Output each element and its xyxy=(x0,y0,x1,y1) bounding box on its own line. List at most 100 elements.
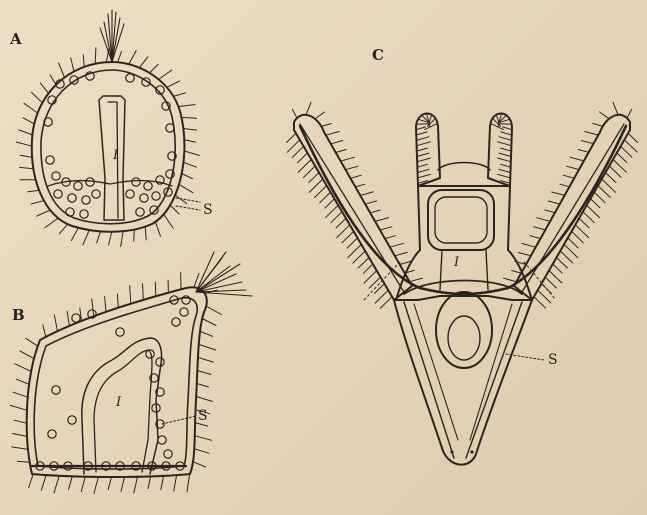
cilium xyxy=(193,462,206,467)
cilium xyxy=(194,449,209,454)
cilium xyxy=(337,225,350,238)
cilium xyxy=(621,146,632,157)
cilium xyxy=(59,224,67,234)
cilium xyxy=(20,167,34,168)
cilium xyxy=(14,420,27,423)
cilium xyxy=(117,294,118,308)
cilium xyxy=(553,264,563,273)
cilium xyxy=(202,319,216,326)
cilium xyxy=(83,55,84,67)
cilium xyxy=(567,166,579,169)
cilium xyxy=(134,477,138,493)
cilium xyxy=(331,141,343,144)
cilium xyxy=(624,140,637,152)
mesenchyme-cell xyxy=(52,386,60,394)
cilium xyxy=(497,174,510,178)
cilium xyxy=(417,142,431,146)
panel-a-structure-label: S xyxy=(203,202,213,218)
cilium xyxy=(538,290,551,303)
cilium xyxy=(69,476,73,489)
cilium xyxy=(309,173,319,183)
cilium xyxy=(26,338,38,346)
cilium xyxy=(183,129,196,131)
cilium xyxy=(23,118,34,124)
cilium xyxy=(564,244,578,257)
cilium xyxy=(418,174,431,178)
panel-c-label: C xyxy=(372,46,384,64)
cilium xyxy=(306,102,311,114)
cilium xyxy=(549,271,562,283)
cilium xyxy=(13,434,28,437)
mesenchyme-cell xyxy=(126,74,134,82)
cilium xyxy=(560,184,570,187)
cilium xyxy=(498,158,511,162)
panel-b-inner-outline xyxy=(34,298,197,469)
cilium xyxy=(155,282,156,296)
cilium xyxy=(287,133,296,142)
cilium xyxy=(369,277,380,288)
cilium xyxy=(54,476,59,493)
cilium xyxy=(59,63,65,77)
panel-a-cilia xyxy=(16,48,199,247)
cilium xyxy=(150,64,159,73)
cilium xyxy=(530,236,541,239)
cilium xyxy=(184,162,197,167)
cilium xyxy=(579,218,589,228)
cilium xyxy=(16,142,32,146)
panel-c-stomach xyxy=(428,190,494,250)
cilium xyxy=(24,103,38,113)
cilium xyxy=(501,148,512,151)
cilium xyxy=(200,331,213,336)
panel-c-oral-hood xyxy=(438,163,490,171)
mesenchyme-cell xyxy=(92,190,100,198)
panel-c-rod-tip-left xyxy=(450,450,453,453)
cilium xyxy=(395,252,407,255)
cilium xyxy=(582,141,594,144)
cilium xyxy=(155,222,160,236)
mesenchyme-cell xyxy=(136,208,144,216)
cilium xyxy=(198,357,213,362)
cilium xyxy=(417,148,428,151)
cilium xyxy=(358,258,369,269)
cilium xyxy=(355,184,365,187)
cilium xyxy=(148,476,151,488)
mesenchyme-cell xyxy=(66,208,74,216)
cilium xyxy=(545,210,555,213)
panel-c-anal-lobe xyxy=(436,292,492,368)
cilium xyxy=(351,175,362,178)
cilium xyxy=(534,297,546,309)
cilium xyxy=(13,392,28,397)
mesenchyme-cell xyxy=(54,190,62,198)
mesenchyme-cell xyxy=(126,190,134,198)
cilium xyxy=(594,192,605,203)
mesenchyme-cell xyxy=(72,314,80,322)
cilium xyxy=(287,140,300,153)
panel-b-s-leader xyxy=(162,416,196,424)
mesenchyme-cell xyxy=(140,194,148,202)
cilium xyxy=(498,142,512,146)
cilium xyxy=(365,201,377,204)
cilium xyxy=(31,201,44,204)
panel-a-intestine-label: I xyxy=(112,148,119,163)
cilium xyxy=(28,190,40,191)
cilium xyxy=(364,271,377,284)
cilium xyxy=(195,436,212,441)
mesenchyme-cell xyxy=(46,156,54,164)
cilium xyxy=(499,137,511,141)
cilium xyxy=(336,150,347,153)
cilium xyxy=(92,299,94,316)
cilium xyxy=(97,231,101,242)
cilium xyxy=(557,258,568,269)
mesenchyme-cell xyxy=(48,430,56,438)
cilium xyxy=(348,244,362,257)
mesenchyme-cell xyxy=(68,416,76,424)
cilium xyxy=(196,397,212,402)
cilium xyxy=(416,127,426,130)
cilium xyxy=(121,231,123,246)
panel-a-ciliated-band xyxy=(48,181,172,187)
cilium xyxy=(602,179,616,192)
cilium xyxy=(499,169,511,172)
cilium xyxy=(570,157,584,161)
cilium xyxy=(353,251,365,263)
cilium xyxy=(83,230,89,245)
